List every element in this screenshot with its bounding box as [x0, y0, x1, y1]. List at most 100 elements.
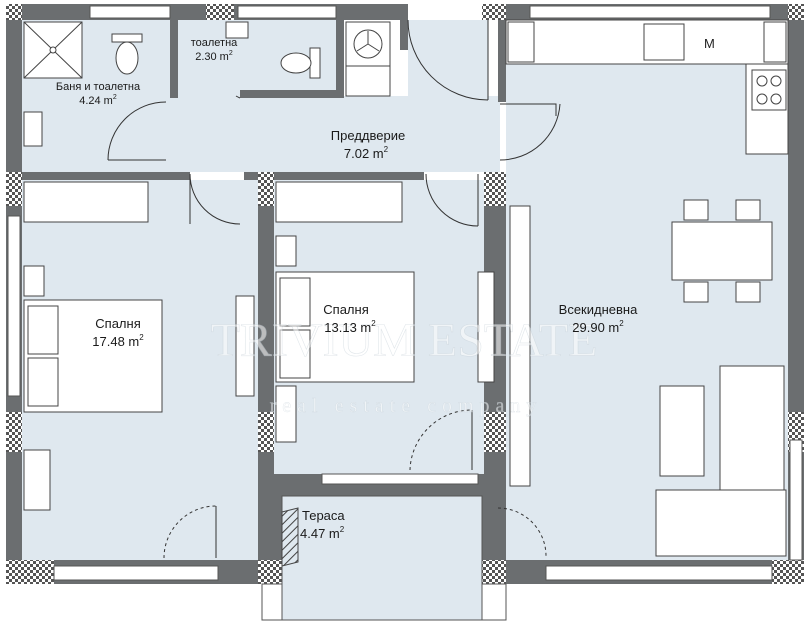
kitchen-sink: [643, 23, 685, 61]
terrace: [261, 495, 507, 621]
room-labels: Баня и тоалетна 4.24 m2 тоалетна 2.30 m2…: [56, 37, 638, 541]
nightstand: [23, 265, 45, 297]
room-name-bath: Баня и тоалетна: [56, 81, 141, 93]
window-living: [545, 565, 773, 581]
dining-chair: [735, 199, 761, 221]
bath-fixtures: [23, 21, 391, 147]
column-markers: [6, 4, 804, 584]
column: [484, 412, 506, 452]
room-area-terrace: 4.47 m2: [300, 525, 345, 541]
hob-ring: [770, 93, 782, 105]
wc-toilet-bowl: [280, 52, 312, 74]
washer-blade: [356, 43, 369, 52]
bedroom-furniture: [23, 181, 495, 511]
watermark-tagline: real estate company: [270, 395, 543, 417]
floor-hall: [170, 96, 500, 172]
terrace-hatch: [281, 507, 299, 567]
window-bath: [89, 5, 171, 19]
shower-drain: [49, 46, 57, 54]
toilet-bowl: [115, 41, 139, 75]
column: [6, 4, 22, 20]
bed-1-pillow: [27, 357, 59, 407]
window-terrace: [321, 473, 479, 485]
wall-wc-bottom: [240, 90, 344, 98]
dining-chair: [683, 281, 709, 303]
windows: [7, 5, 803, 581]
window-left-side: [7, 215, 21, 397]
door-hall-bed1: [189, 173, 241, 225]
door-wc: [235, 95, 241, 99]
desk-bed1: [235, 295, 255, 397]
door-laundry: [407, 19, 489, 101]
dining-chair: [683, 199, 709, 221]
bath-sink: [23, 111, 43, 147]
watermark: TRIVIUM ESTATE real estate company: [210, 314, 598, 418]
window-kitchen: [529, 5, 771, 19]
column: [772, 560, 804, 584]
coffee-table: [659, 385, 705, 477]
wc-sink: [225, 21, 249, 39]
wall-living-left-top: [498, 20, 506, 102]
wall-bed-top-mid: [244, 172, 424, 180]
room-area-bath: 4.24 m2: [79, 94, 117, 107]
dining-table: [671, 221, 773, 281]
hob-ring: [756, 75, 768, 87]
door-hall-bed2: [425, 173, 479, 227]
floor-hall-top: [408, 20, 488, 100]
room-name-living: Всекидневна: [559, 302, 638, 317]
hob: [751, 69, 787, 111]
room-area-bedroom-1: 17.48 m2: [92, 333, 144, 349]
window-bed1: [53, 565, 219, 581]
bed-2-pillow: [279, 277, 311, 327]
wall-bath-wc: [170, 20, 178, 98]
room-name-bedroom-1: Спалня: [95, 316, 140, 331]
room-area-bedroom-2: 13.13 m2: [324, 319, 376, 335]
column: [482, 560, 506, 584]
wall-wc-right: [336, 20, 344, 98]
column: [6, 412, 22, 452]
sofa-seat: [655, 489, 787, 557]
column: [258, 412, 274, 452]
nightstand: [275, 385, 297, 443]
column: [258, 560, 282, 584]
column: [484, 172, 506, 206]
column: [258, 172, 274, 206]
column: [6, 560, 54, 584]
wardrobe-bed1: [23, 181, 149, 223]
desk-bed2: [477, 271, 495, 383]
door-entry: [500, 103, 557, 116]
toilet-tank: [111, 33, 143, 43]
wall-bath-bottom: [22, 172, 190, 180]
wardrobe-living: [509, 205, 531, 487]
door-living: [499, 103, 561, 161]
wardrobe-bed2: [275, 181, 403, 223]
room-area-wc: 2.30 m2: [195, 50, 233, 63]
dining-chair: [735, 281, 761, 303]
room-area-hall: 7.02 m2: [344, 145, 389, 161]
column: [206, 4, 234, 20]
dryer: [345, 65, 391, 97]
hob-ring: [756, 93, 768, 105]
hob-ring: [770, 75, 782, 87]
watermark-brand: TRIVIUM ESTATE: [211, 314, 598, 367]
washer-mark: M: [704, 36, 715, 51]
wall-laundry-right: [400, 20, 408, 50]
door-bath: [107, 101, 167, 161]
column: [788, 4, 804, 20]
terrace-floor: [281, 495, 483, 621]
kitchen: M: [505, 19, 789, 155]
washer-blade: [367, 43, 380, 52]
room-name-terrace: Тераса: [302, 508, 345, 523]
door-living-terrace: [497, 507, 547, 557]
nightstand: [23, 449, 51, 511]
room-name-hall: Преддверие: [331, 128, 405, 143]
fridge: [507, 21, 535, 63]
nightstand: [275, 235, 297, 267]
living-furniture: [509, 199, 787, 557]
room-area-living: 29.90 m2: [572, 319, 624, 335]
room-name-bedroom-2: Спалня: [323, 302, 368, 317]
column: [6, 172, 22, 206]
bed-2-pillow: [279, 329, 311, 379]
window-wc: [237, 5, 337, 19]
